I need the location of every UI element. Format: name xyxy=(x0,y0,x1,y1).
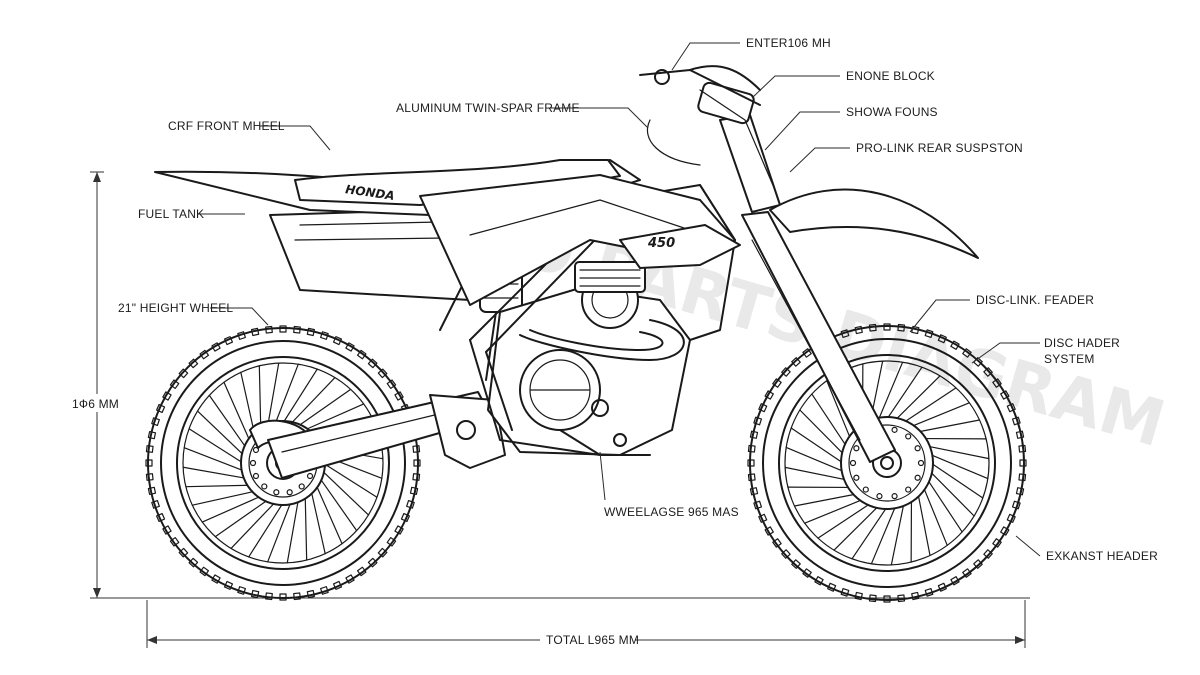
label-exhaust: EXKANST HEADER xyxy=(1046,549,1158,563)
label-fuel-tank: FUEL TANK xyxy=(138,207,204,221)
height-dimension xyxy=(90,171,1030,599)
bodywork xyxy=(154,159,741,306)
label-wheelbase: WWEELAGSE 965 MAS xyxy=(604,505,739,519)
label-disc-header: DISC HADER xyxy=(1044,336,1120,350)
label-front-wheel: CRF FRONT MHEEL xyxy=(168,119,285,133)
exhaust-pipe xyxy=(269,209,685,361)
swingarm xyxy=(267,391,506,479)
label-engine-block: ENONE BLOCK xyxy=(846,69,935,83)
brand-decal: HONDA xyxy=(345,182,396,203)
label-disc-link: DISC-LINK. FEADER xyxy=(976,293,1094,307)
total-length-dimension xyxy=(146,600,1026,648)
height-dim-label: 1Ф6 MM xyxy=(72,397,119,411)
label-rear-suspension: PRO-LINK REAR SUSPSTON xyxy=(856,141,1023,155)
callout-leaders xyxy=(197,42,1041,557)
handlebars xyxy=(639,65,776,191)
label-height-wheel: 21" HEIGHT WHEEL xyxy=(118,301,233,315)
label-forks: SHOWA FOUNS xyxy=(846,105,938,119)
label-lever: ENTER106 MH xyxy=(746,36,831,50)
label-frame: ALUMINUM TWIN-SPAR FRAME xyxy=(396,101,580,115)
total-length-label: TOTAL L965 MM xyxy=(546,633,639,647)
label-disc-header-system: SYSTEM xyxy=(1044,352,1095,366)
tank-badge: 450 xyxy=(647,236,675,251)
front-fender xyxy=(769,188,979,259)
